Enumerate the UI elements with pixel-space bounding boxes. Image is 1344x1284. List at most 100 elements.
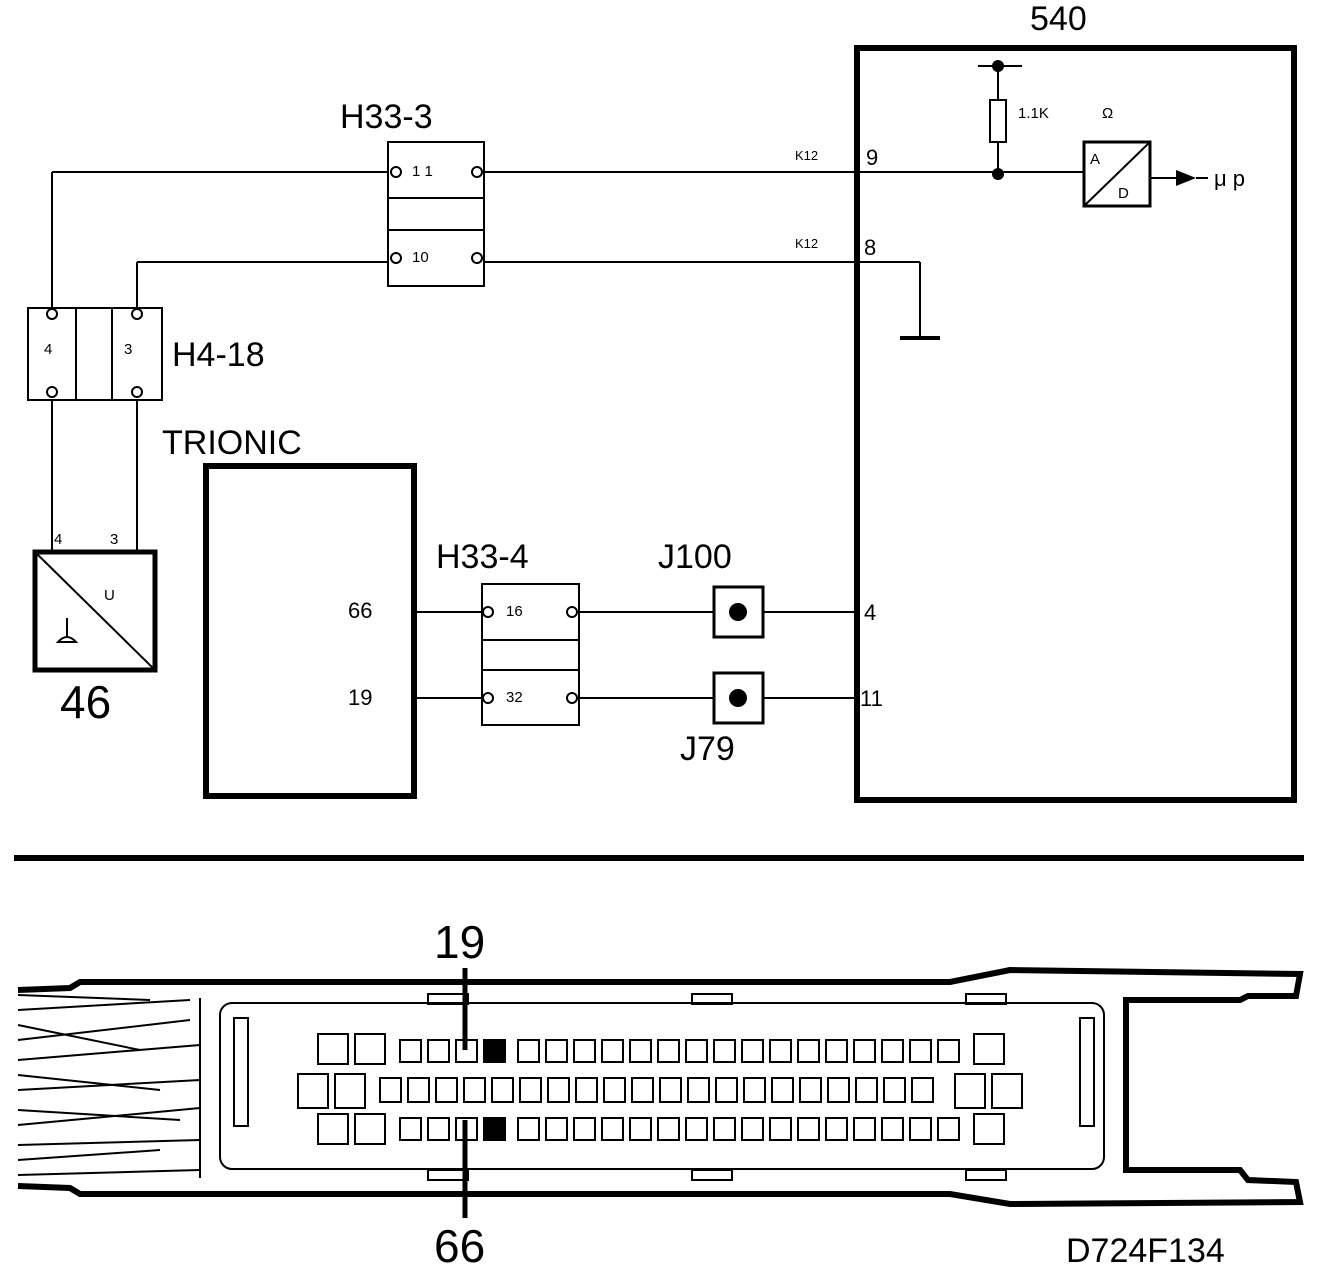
pin-cell — [657, 1117, 680, 1141]
pin-cell — [631, 1077, 654, 1103]
h33-3-label: H33-3 — [340, 98, 433, 136]
pin-cell-large — [973, 1033, 1005, 1065]
pin-cell — [909, 1117, 932, 1141]
pin-cell — [517, 1039, 540, 1063]
h4-18-pin-3: 3 — [124, 341, 132, 358]
pin-cell — [547, 1077, 570, 1103]
connector-pin-grid — [297, 1033, 1023, 1145]
pin-cell — [657, 1039, 680, 1063]
pin-cell — [601, 1117, 624, 1141]
pin-cell — [519, 1077, 542, 1103]
j79-label: J79 — [680, 730, 735, 768]
pin-cell — [399, 1039, 422, 1063]
pin-cell — [825, 1039, 848, 1063]
sensor-pin-4: 4 — [54, 531, 62, 548]
pin-cell — [853, 1039, 876, 1063]
pin-cell — [491, 1077, 514, 1103]
pin-cell — [659, 1077, 682, 1103]
pin-cell-large — [317, 1033, 349, 1065]
pin-cell — [937, 1117, 960, 1141]
pin-cell — [685, 1039, 708, 1063]
pin-cell-19 — [483, 1039, 506, 1063]
pin-cell — [741, 1039, 764, 1063]
sensor-pin-3: 3 — [110, 531, 118, 548]
pin-11-label: 11 — [860, 686, 883, 711]
pin-cell — [629, 1039, 652, 1063]
sensor-signal-label: U — [104, 587, 115, 604]
h33-4-pin-bottom: 32 — [506, 689, 523, 706]
pin-cell — [715, 1077, 738, 1103]
h4-18-label: H4-18 — [172, 336, 265, 374]
pin-cell — [769, 1117, 792, 1141]
pin-cell — [713, 1117, 736, 1141]
arrow-icon — [1176, 170, 1196, 186]
pin-cell — [601, 1039, 624, 1063]
pin-cell — [573, 1117, 596, 1141]
h33-3-pin-top: 1 1 — [412, 163, 433, 180]
h33-3-pin-bottom: 10 — [412, 249, 429, 266]
pin-cell — [799, 1077, 822, 1103]
pin-8-label: 8 — [864, 235, 876, 260]
wire-code-top: K12 — [795, 148, 818, 163]
h33-4-pin-top: 16 — [506, 603, 523, 620]
pin-4-label: 4 — [864, 600, 876, 625]
pin-cell — [713, 1039, 736, 1063]
pin-cell — [517, 1117, 540, 1141]
pin-cell — [827, 1077, 850, 1103]
module-540-label: 540 — [1030, 0, 1087, 38]
resistor-value: 1.1K — [1018, 105, 1049, 122]
pin-cell — [427, 1117, 450, 1141]
pin-cell — [463, 1077, 486, 1103]
j100-label: J100 — [658, 538, 732, 576]
pin-cell — [825, 1117, 848, 1141]
pin-cell — [685, 1117, 708, 1141]
pin-cell-large — [334, 1073, 366, 1109]
trionic-label: TRIONIC — [162, 424, 302, 462]
h33-4-label: H33-4 — [436, 538, 529, 576]
connector-h33-3: H33-3 1 1 10 — [340, 98, 485, 287]
ecu-pin-66-label: 66 — [434, 1220, 485, 1272]
pin-cell — [771, 1077, 794, 1103]
pin-cell-large — [317, 1113, 349, 1145]
pin-cell-large — [954, 1073, 986, 1109]
pin-cell — [575, 1077, 598, 1103]
ecu-connector-illustration: 19 66 — [17, 916, 1304, 1272]
pin-cell — [573, 1039, 596, 1063]
pin-cell — [687, 1077, 710, 1103]
pin-9-label: 9 — [866, 145, 878, 170]
pin-cell — [435, 1077, 458, 1103]
pin-cell — [797, 1117, 820, 1141]
connector-h4-18: 4 3 H4-18 — [27, 307, 265, 401]
pin-cell — [797, 1039, 820, 1063]
h4-18-pin-4: 4 — [44, 341, 52, 358]
pin-cell-large — [297, 1073, 329, 1109]
pin-cell — [883, 1077, 906, 1103]
adc-input-label: A — [1090, 151, 1100, 168]
trionic-pin-19: 19 — [348, 685, 372, 710]
sensor-46-label: 46 — [60, 676, 111, 728]
ecu-pin-19-label: 19 — [434, 916, 485, 968]
wire-harness — [17, 994, 201, 1176]
pin-cell — [545, 1039, 568, 1063]
pin-cell — [853, 1117, 876, 1141]
module-540: 540 1.1K Ω A D μ p 9 8 4 11 — [854, 0, 1297, 803]
ohm-symbol: Ω — [1102, 105, 1113, 122]
adc-output-label: D — [1118, 185, 1129, 202]
pin-cell — [881, 1117, 904, 1141]
trionic-module: TRIONIC 66 19 — [162, 424, 417, 799]
pin-cell — [741, 1117, 764, 1141]
pin-cell — [379, 1077, 402, 1103]
pin-cell — [427, 1039, 450, 1063]
sensor-46: 4 3 U 46 — [32, 531, 158, 728]
wire-code-bottom: K12 — [795, 236, 818, 251]
pin-cell — [769, 1039, 792, 1063]
pin-cell — [629, 1117, 652, 1141]
pin-cell-large — [354, 1113, 386, 1145]
pin-cell — [911, 1077, 934, 1103]
microprocessor-label: μ p — [1214, 166, 1245, 191]
pin-cell — [909, 1039, 932, 1063]
trionic-pin-66: 66 — [348, 598, 372, 623]
pin-cell — [399, 1117, 422, 1141]
pin-cell — [881, 1039, 904, 1063]
junction-j100: J100 — [658, 538, 765, 639]
